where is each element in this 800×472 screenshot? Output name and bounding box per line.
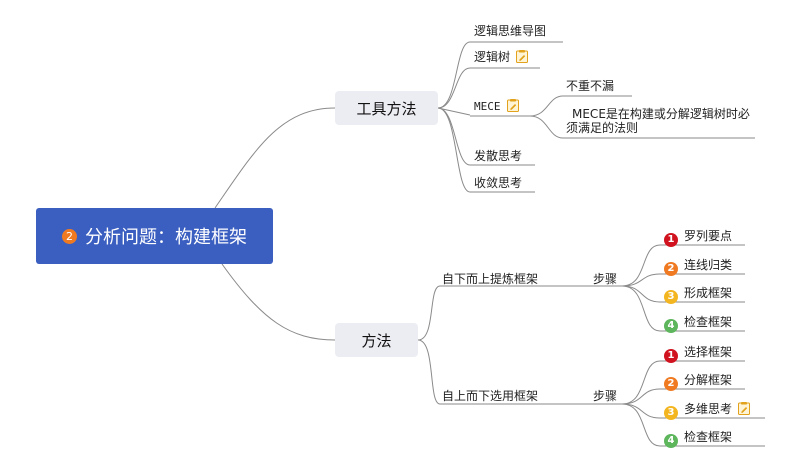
subtopic-divergent[interactable]: 发散思考 (474, 149, 523, 163)
topic-tools[interactable]: 工具方法 (335, 91, 438, 125)
note-icon[interactable] (516, 50, 529, 63)
priority-4-icon: 4 (664, 319, 678, 333)
subtopic-convergent[interactable]: 收敛思考 (474, 176, 523, 190)
root-topic-label: 分析问题：构建框架 (85, 227, 247, 248)
root-topic[interactable]: 2 分析问题：构建框架 (36, 208, 273, 264)
steps-label[interactable]: 步骤 (593, 272, 618, 286)
topic-methods-label: 方法 (361, 331, 392, 350)
steps-label[interactable]: 步骤 (593, 389, 618, 403)
subtopic-mece-definition[interactable]: MECE是在构建或分解逻辑树时必须满足的法则 (566, 107, 750, 135)
priority-2-icon: 2 (664, 377, 678, 391)
subtopic-no-dup[interactable]: 不重不漏 (566, 79, 615, 93)
note-icon[interactable] (506, 99, 519, 112)
note-icon[interactable] (738, 402, 751, 415)
priority-3-icon: 3 (664, 290, 678, 304)
subtopic-logic-tree[interactable]: 逻辑树 (474, 50, 529, 64)
priority-2-icon: 2 (664, 262, 678, 276)
subtopic-bottom-up[interactable]: 自下而上提炼框架 (442, 272, 539, 286)
subtopic-mece[interactable]: MECE (474, 99, 519, 114)
priority-1-icon: 1 (664, 349, 678, 363)
subtopic-logic-map[interactable]: 逻辑思维导图 (474, 24, 547, 38)
topic-methods[interactable]: 方法 (335, 323, 418, 357)
priority-icon: 2 (62, 228, 77, 244)
subtopic-top-down[interactable]: 自上而下选用框架 (442, 389, 539, 403)
topic-tools-label: 工具方法 (356, 99, 417, 118)
priority-3-icon: 3 (664, 406, 678, 420)
priority-4-icon: 4 (664, 434, 678, 448)
priority-1-icon: 1 (664, 233, 678, 247)
